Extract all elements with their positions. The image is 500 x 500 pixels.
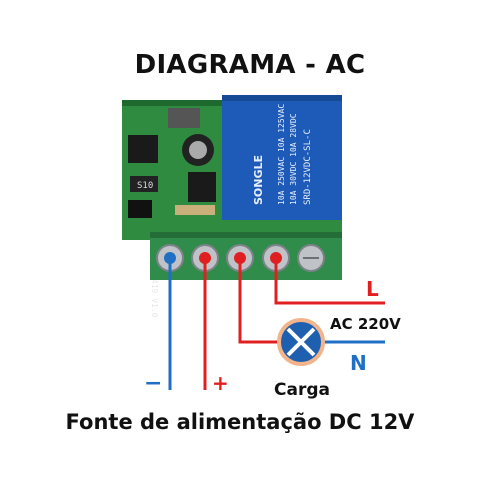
minus-label: − xyxy=(144,371,162,396)
resistor xyxy=(175,205,215,215)
neutral-label: N xyxy=(350,351,367,375)
relay-top-edge xyxy=(222,95,342,101)
ic-chip xyxy=(128,135,158,163)
relay-markings: SONGLE 10A 250VAC 10A 125VAC 10A 30VDC 1… xyxy=(252,104,313,205)
resistor-block xyxy=(168,108,200,128)
relay-brand: SONGLE xyxy=(252,155,265,205)
regulator xyxy=(188,172,216,202)
ac-voltage-label: AC 220V xyxy=(330,315,401,333)
load-label: Carga xyxy=(274,380,330,400)
capacitor-top xyxy=(189,141,207,159)
wire-to-load xyxy=(238,258,280,344)
pcb-label: AK-CZ0419 V1.0 xyxy=(150,250,159,318)
diode-component xyxy=(130,176,158,192)
wire-live xyxy=(274,258,385,305)
relay-body xyxy=(222,95,342,220)
plus-label: + xyxy=(212,371,229,395)
terminal-block-top xyxy=(150,232,342,238)
power-supply-caption: Fonte de alimentação DC 12V xyxy=(65,410,415,434)
diode-label: S10 xyxy=(137,181,153,191)
terminal-screws xyxy=(156,244,325,272)
lamp-cross-b xyxy=(286,327,316,357)
transistor xyxy=(128,200,152,218)
live-label: L xyxy=(366,277,379,301)
diagram-title: DIAGRAMA - AC xyxy=(134,50,366,80)
relay-rating-1: 10A 250VAC 10A 125VAC xyxy=(277,104,286,205)
relay-model: SRD-12VDC-SL-C xyxy=(303,129,313,205)
relay-rating-2: 10A 30VDC 10A 28VDC xyxy=(289,113,298,205)
